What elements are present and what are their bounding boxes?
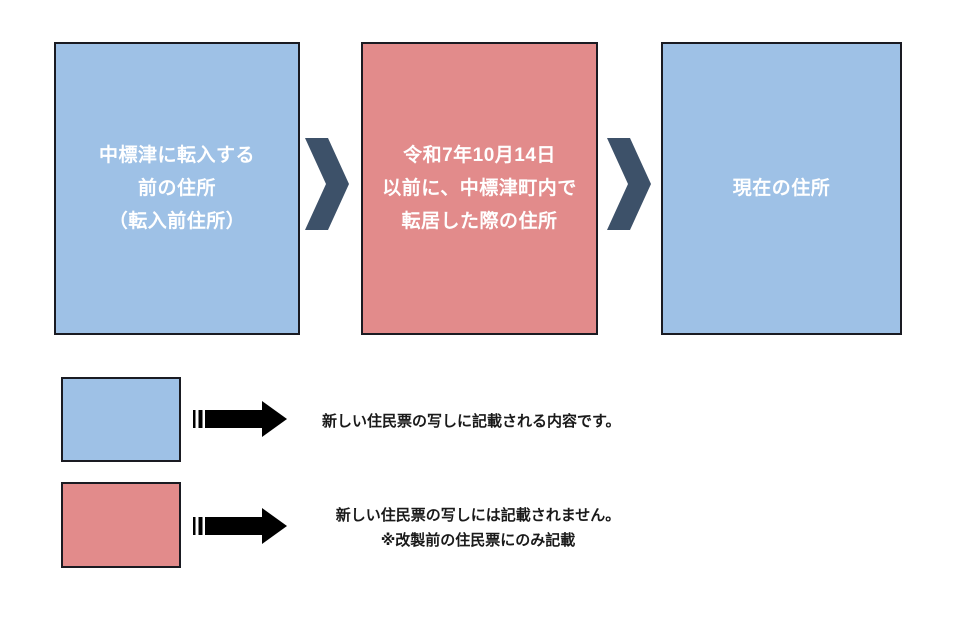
flow-box-line: 前の住所 [137,178,216,199]
flow-box-address-before-moving-in: 中標津に転入する 前の住所 （転入前住所） [54,42,300,335]
legend-caption-line: 新しい住民票の写しには記載されません。 [335,507,621,524]
flow-box-line: 以前に、中標津町内で [382,178,577,199]
legend-swatch-red [61,482,181,568]
flow-box-line: 中標津に転入する [98,145,255,166]
legend-swatch-blue [61,377,181,462]
flow-box-current-address: 現在の住所 [661,42,902,335]
legend-caption-line: ※改製前の住民票にのみ記載 [380,532,576,549]
flow-box-line: 現在の住所 [732,178,831,199]
striped-right-arrow-icon [193,400,287,438]
chevron-right-icon [607,138,651,230]
chevron-right-icon [305,138,349,230]
legend-caption-included: 新しい住民票の写しに記載される内容です。 [322,413,621,430]
flow-box-address-moved-within-town: 令和7年10月14日 以前に、中標津町内で 転居した際の住所 [361,42,598,335]
striped-right-arrow-icon [193,507,287,545]
flow-box-line: 転居した際の住所 [401,211,558,232]
legend-caption-not-included: 新しい住民票の写しには記載されません。 ※改製前の住民票にのみ記載 [318,503,638,553]
flow-box-line: （転入前住所） [108,211,246,232]
flow-box-line: 令和7年10月14日 [403,145,556,166]
